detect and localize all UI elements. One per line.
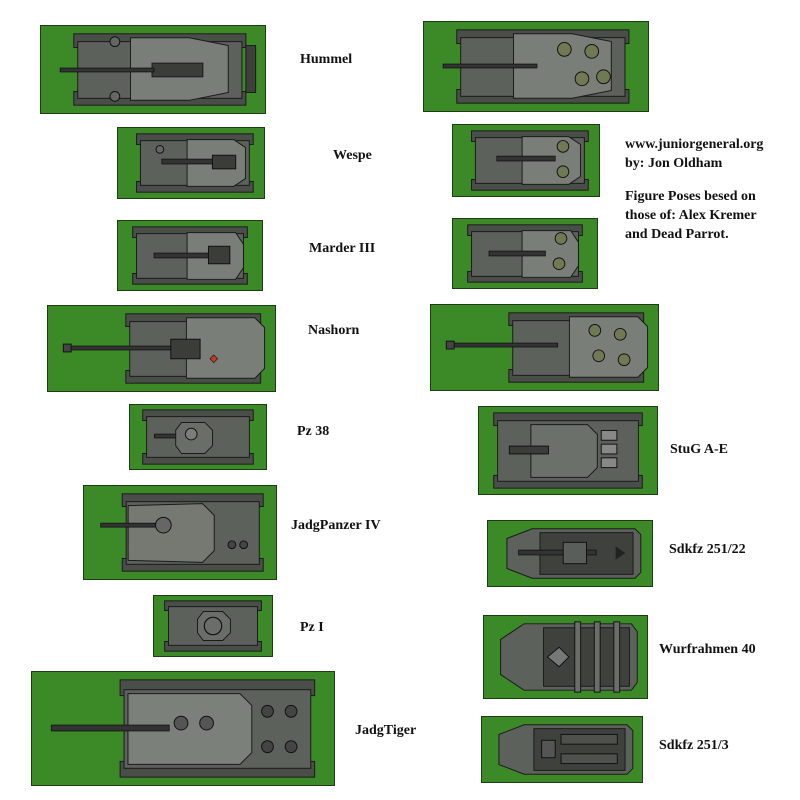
sdkfz22-vehicle-icon (506, 528, 642, 579)
pz38-vehicle-icon (142, 409, 254, 465)
sdkfz3-figure (481, 716, 643, 783)
stug-figure (478, 406, 658, 495)
hummel-figure (40, 25, 266, 114)
jadgpanzer-vehicle-icon (100, 493, 264, 572)
sdkfz22-label: Sdkfz 251/22 (669, 542, 746, 557)
jadgtiger-label: JadgTiger (355, 723, 417, 738)
jadgtiger-figure (31, 671, 335, 786)
wurfrahmen-vehicle-icon (500, 621, 638, 693)
credits-block: www.juniorgeneral.org by: Jon Oldham Fig… (625, 135, 795, 244)
nashorn-crew-figure (430, 304, 659, 391)
nashorn-vehicle-icon (62, 313, 266, 384)
sdkfz3-label: Sdkfz 251/3 (659, 738, 729, 753)
pz1-figure (153, 595, 273, 657)
stug-vehicle-icon (493, 412, 643, 489)
jadgpanzer-figure (83, 485, 277, 580)
hummel-vehicle-icon (59, 33, 257, 106)
pz1-vehicle-icon (164, 600, 262, 652)
marder-crew-figure (452, 218, 598, 289)
nashorn-crew-vehicle-icon (445, 312, 649, 383)
credits-note-line1: Figure Poses besed on (625, 189, 756, 204)
wurfrahmen-label: Wurfrahmen 40 (659, 642, 756, 657)
jadgpanzer-label: JadgPanzer IV (291, 518, 381, 533)
hummel-crew-vehicle-icon (442, 29, 630, 104)
hummel-crew-figure (423, 21, 649, 112)
nashorn-figure (47, 305, 276, 392)
credits-author: by: Jon Oldham (625, 156, 723, 171)
nashorn-label: Nashorn (308, 323, 360, 338)
wespe-figure (117, 127, 265, 199)
wespe-crew-figure (452, 124, 600, 197)
credits-url: www.juniorgeneral.org (625, 137, 764, 152)
marder-vehicle-icon (132, 226, 248, 285)
sdkfz3-vehicle-icon (498, 724, 634, 775)
pz38-label: Pz 38 (297, 424, 330, 439)
wespe-vehicle-icon (136, 133, 254, 193)
marder-figure (117, 220, 263, 291)
jadgtiger-vehicle-icon (50, 679, 316, 778)
wespe-crew-vehicle-icon (471, 130, 589, 191)
pz1-label: Pz I (300, 620, 324, 635)
credits-note-line2: those of: Alex Kremer (625, 208, 757, 223)
marder-crew-vehicle-icon (467, 224, 583, 283)
wespe-label: Wespe (333, 148, 372, 163)
credits-note-line3: and Dead Parrot. (625, 227, 729, 242)
pz38-figure (129, 404, 267, 470)
wurfrahmen-figure (483, 615, 648, 699)
marder-label: Marder III (309, 241, 376, 256)
stug-label: StuG A-E (670, 442, 728, 457)
hummel-label: Hummel (300, 52, 353, 67)
sdkfz22-figure (487, 520, 653, 587)
